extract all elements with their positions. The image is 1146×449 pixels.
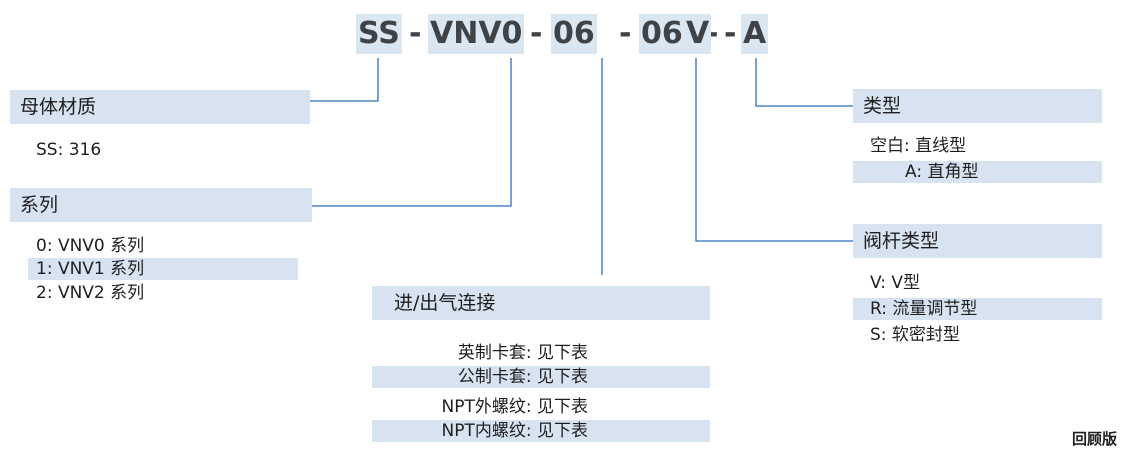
code-dash: - bbox=[530, 16, 543, 51]
connection-item: NPT内螺纹: 见下表 bbox=[372, 420, 710, 442]
type-item: 空白: 直线型 bbox=[870, 136, 967, 156]
model-code: SS - VNV0 - 06 - 06 - V - A bbox=[0, 14, 1146, 54]
stem-type-header: 阀杆类型 bbox=[853, 224, 1102, 258]
code-part-a: A bbox=[741, 14, 769, 54]
series-item: 2: VNV2 系列 bbox=[36, 283, 145, 303]
series-header: 系列 bbox=[10, 188, 312, 222]
corner-logo: 回顾版 bbox=[1072, 430, 1118, 448]
stem-type-item: R: 流量调节型 bbox=[853, 298, 1102, 320]
series-item: 1: VNV1 系列 bbox=[28, 258, 298, 280]
type-item: A: 直角型 bbox=[853, 161, 1102, 183]
connector-stem bbox=[695, 58, 853, 242]
code-part-ss: SS bbox=[356, 14, 402, 54]
connector-material bbox=[310, 58, 379, 102]
series-item: 0: VNV0 系列 bbox=[36, 236, 145, 256]
code-part-vnv0: VNV0 bbox=[428, 14, 525, 54]
body-material-header: 母体材质 bbox=[10, 90, 310, 124]
connector-type bbox=[755, 58, 853, 107]
code-part-06a: 06 bbox=[551, 14, 597, 54]
code-part-06b: 06 bbox=[639, 14, 685, 54]
stem-type-item: S: 软密封型 bbox=[870, 325, 960, 345]
code-dash: - bbox=[724, 16, 737, 51]
connection-item: 公制卡套: 见下表 bbox=[372, 366, 710, 388]
code-dash: - bbox=[619, 16, 632, 51]
code-part-v: V bbox=[684, 14, 712, 54]
connection-item: 英制卡套: 见下表 bbox=[457, 343, 588, 363]
body-material-item: SS: 316 bbox=[36, 140, 102, 160]
type-header: 类型 bbox=[853, 89, 1102, 123]
stem-type-item: V: V型 bbox=[870, 273, 921, 293]
connector-series bbox=[312, 58, 512, 207]
code-dash: - bbox=[409, 16, 422, 51]
connection-item: NPT外螺纹: 见下表 bbox=[441, 397, 588, 417]
connection-header: 进/出气连接 bbox=[372, 286, 710, 320]
